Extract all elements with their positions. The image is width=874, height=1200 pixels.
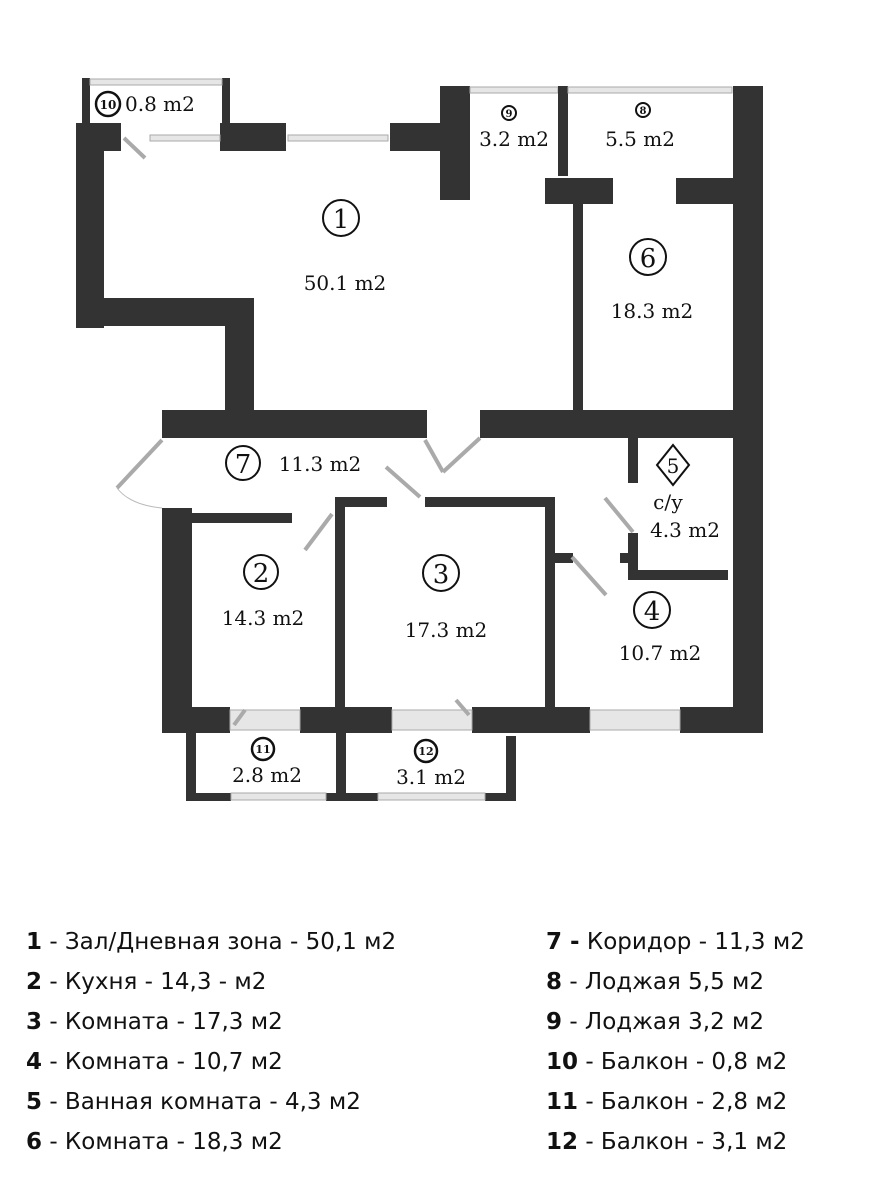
room-1-number: 1 [333, 205, 350, 235]
room-1-area: 50.1 m2 [304, 271, 387, 295]
legend-item: 11 - Балкон - 2,8 м2 [546, 1089, 788, 1115]
room-4-number: 4 [644, 597, 661, 627]
legend-item: 8 - Лоджая 5,5 м2 [546, 969, 765, 995]
room-3-number: 3 [433, 560, 450, 590]
legend-item: 7 - Коридор - 11,3 м2 [546, 929, 805, 955]
room-11-area: 2.8 m2 [232, 763, 302, 787]
legend-item: 5 - Ванная комната - 4,3 м2 [26, 1089, 361, 1115]
room-12-area: 3.1 m2 [396, 765, 466, 789]
room-10-area: 0.8 m2 [125, 92, 195, 116]
room-2-number: 2 [253, 559, 270, 589]
legend-right: 7 - Коридор - 11,3 м2 8 - Лоджая 5,5 м2 … [546, 922, 805, 1162]
room-4-area: 10.7 m2 [619, 641, 702, 665]
legend-item: 1 - Зал/Дневная зона - 50,1 м2 [26, 929, 397, 955]
room-12-number: 12 [418, 745, 433, 758]
legend-left: 1 - Зал/Дневная зона - 50,1 м2 2 - Кухня… [26, 922, 396, 1162]
room-7-area: 11.3 m2 [279, 452, 362, 476]
room-5-area: 4.3 m2 [650, 518, 720, 542]
walls [76, 78, 763, 801]
room-7-number: 7 [235, 450, 252, 480]
room-6-number: 6 [640, 244, 657, 274]
legend-item: 12 - Балкон - 3,1 м2 [546, 1129, 788, 1155]
floor-plan: 10 0.8 m2 1 50.1 m2 9 3.2 m2 8 5.5 m2 6 … [76, 78, 763, 801]
room-2-area: 14.3 m2 [222, 606, 305, 630]
doors [115, 136, 635, 727]
room-8-area: 5.5 m2 [605, 127, 675, 151]
room-5-number: 5 [667, 454, 680, 478]
svg-text:10: 10 [100, 98, 117, 112]
legend-item: 4 - Комната - 10,7 м2 [26, 1049, 283, 1075]
room-5-type: с/у [653, 490, 683, 514]
legend-item: 2 - Кухня - 14,3 - м2 [26, 969, 267, 995]
room-labels: 10 0.8 m2 1 50.1 m2 9 3.2 m2 8 5.5 m2 6 … [94, 90, 720, 789]
room-3-area: 17.3 m2 [405, 618, 488, 642]
room-8-number: 8 [640, 106, 647, 117]
room-11-number: 11 [255, 743, 270, 756]
legend-item: 9 - Лоджая 3,2 м2 [546, 1009, 765, 1035]
legend-item: 10 - Балкон - 0,8 м2 [546, 1049, 788, 1075]
room-9-area: 3.2 m2 [479, 127, 549, 151]
room-6-area: 18.3 m2 [611, 299, 694, 323]
legend-item: 6 - Комната - 18,3 м2 [26, 1129, 283, 1155]
room-9-number: 9 [506, 109, 513, 120]
legend-item: 3 - Комната - 17,3 м2 [26, 1009, 283, 1035]
